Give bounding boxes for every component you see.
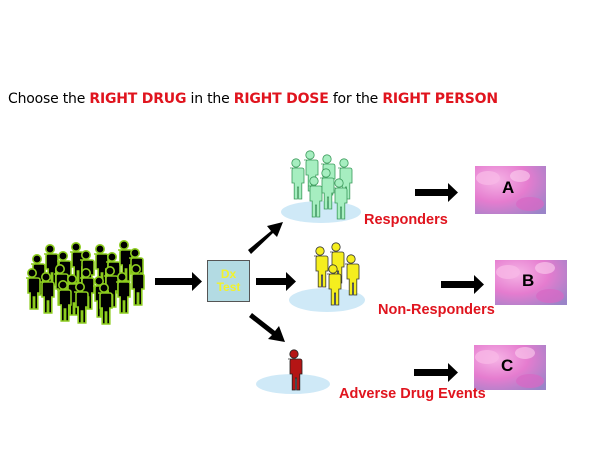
pill-image-a xyxy=(475,166,546,214)
responders-label: Responders xyxy=(364,212,448,228)
dx-test-line2: Test xyxy=(216,280,241,294)
arrow-to-responders xyxy=(248,222,283,254)
outcome-a-letter: A xyxy=(502,178,515,197)
pill-image-b xyxy=(495,260,567,305)
headline-right-drug: RIGHT DRUG xyxy=(89,91,187,107)
outcome-c: C xyxy=(474,345,546,390)
headline: Choose the RIGHT DRUG in the RIGHT DOSE … xyxy=(8,91,498,107)
dx-test-line1: Dx xyxy=(220,267,237,281)
non-responders-label: Non-Responders xyxy=(378,302,495,318)
dx-test-box: Dx Test xyxy=(207,260,250,302)
headline-right-dose: RIGHT DOSE xyxy=(233,91,329,107)
outcome-a: A xyxy=(475,166,546,214)
outcome-c-letter: C xyxy=(501,356,514,375)
outcome-b: B xyxy=(495,260,567,305)
population-crowd-icon xyxy=(25,240,145,325)
arrow-to-outcome-b xyxy=(441,275,484,294)
pill-image-c xyxy=(474,345,546,390)
arrow-to-outcome-a xyxy=(415,183,458,202)
arrow-to-dx-test xyxy=(155,272,202,291)
responders-ellipse xyxy=(281,201,361,223)
arrow-to-adverse xyxy=(249,313,285,342)
headline-part: for the xyxy=(328,91,383,107)
headline-part: in the xyxy=(186,91,234,107)
headline-right-person: RIGHT PERSON xyxy=(382,91,498,107)
non-responders-ellipse xyxy=(289,288,365,312)
outcome-b-letter: B xyxy=(522,271,535,290)
adverse-events-label: Adverse Drug Events xyxy=(339,386,486,402)
headline-part: Choose the xyxy=(8,91,90,107)
arrow-to-outcome-c xyxy=(414,363,458,382)
arrow-to-non-responders xyxy=(256,272,296,291)
